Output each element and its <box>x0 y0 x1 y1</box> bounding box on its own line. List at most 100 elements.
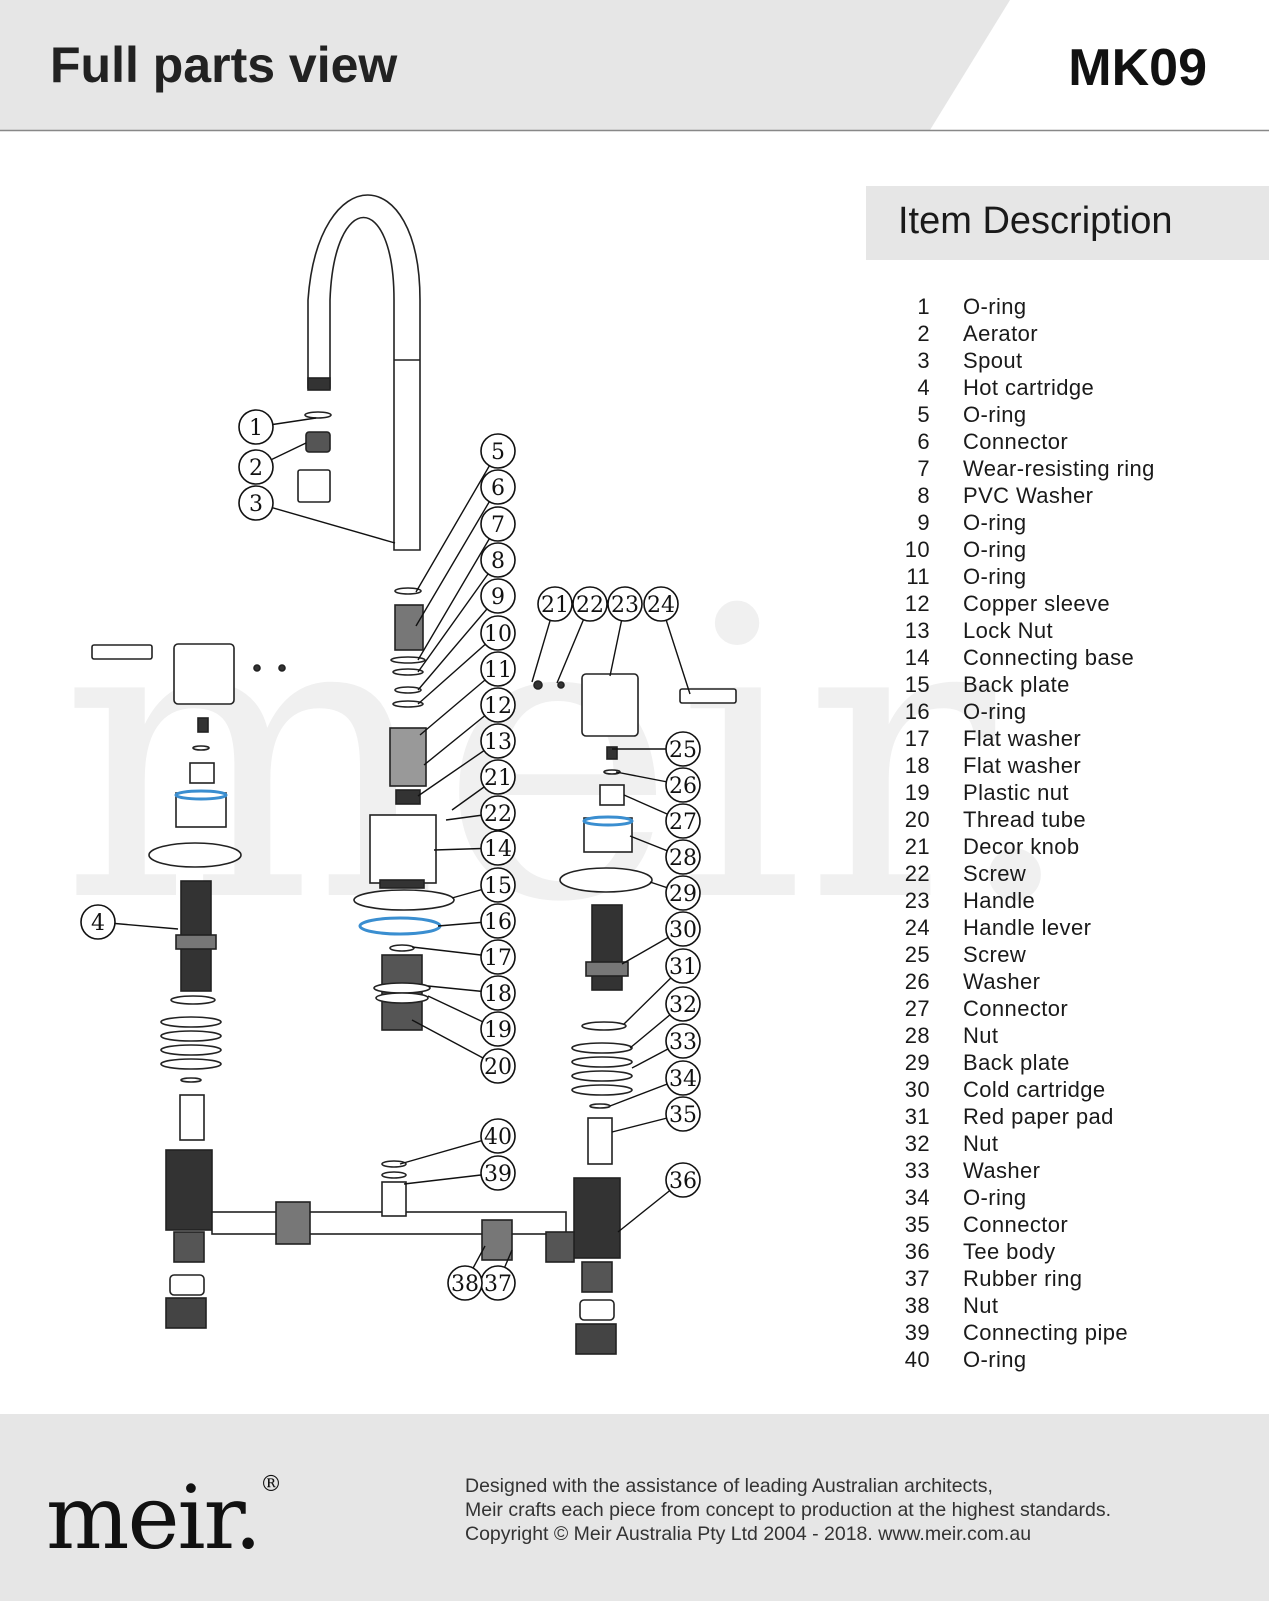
callout-number: 13 <box>484 730 512 755</box>
item-description: Plastic nut <box>963 780 1069 805</box>
leader-line <box>415 450 499 593</box>
item-number: 8 <box>917 483 930 508</box>
callout-number: 27 <box>669 810 697 835</box>
leader-line <box>417 595 499 691</box>
callout-number: 2 <box>249 456 263 481</box>
meir-logo: meir.® <box>46 1466 282 1569</box>
item-number: 37 <box>904 1266 930 1291</box>
callout-circle <box>80 904 116 940</box>
item-description-header: Item Description <box>866 186 1269 260</box>
callout-9: 9 <box>480 578 516 614</box>
callout-number: 31 <box>669 955 697 980</box>
item-number: 15 <box>904 672 930 697</box>
callout-circle <box>480 723 516 759</box>
footer-line: Designed with the assistance of leading … <box>465 1475 993 1497</box>
callout-12: 12 <box>480 687 516 723</box>
callout-number: 36 <box>669 1169 697 1194</box>
item-number: 12 <box>904 591 930 616</box>
callout-number: 37 <box>484 1272 512 1297</box>
item-description: Nut <box>963 1023 999 1048</box>
callout-circle <box>480 1011 516 1047</box>
callout-7: 7 <box>480 506 516 542</box>
page-footer: meir.® Designed with the assistance of l… <box>0 1414 1269 1601</box>
item-description: Washer <box>963 969 1041 994</box>
callout-circle <box>480 867 516 903</box>
callout-38: 38 <box>447 1265 483 1301</box>
callout-circle <box>480 1048 516 1084</box>
item-description: O-ring <box>963 564 1027 589</box>
callout-circle <box>665 986 701 1022</box>
leader-line <box>255 502 396 544</box>
callout-circle <box>480 1118 516 1154</box>
callout-circle <box>665 1162 701 1198</box>
callout-14: 14 <box>480 830 516 866</box>
item-description: Rubber ring <box>963 1266 1083 1291</box>
item-number: 14 <box>904 645 930 670</box>
item-number: 32 <box>904 1131 930 1156</box>
item-number: 35 <box>904 1212 930 1237</box>
item-row: 37 Rubber ring <box>900 1266 1260 1293</box>
callout-16: 16 <box>480 903 516 939</box>
item-number: 24 <box>904 915 930 940</box>
item-number: 1 <box>917 294 930 319</box>
item-number: 36 <box>904 1239 930 1264</box>
item-description: Spout <box>963 348 1023 373</box>
callout-circle <box>480 1155 516 1191</box>
callout-3: 3 <box>238 485 274 521</box>
callout-number: 3 <box>249 492 263 517</box>
item-number: 2 <box>917 321 930 346</box>
callout-circle <box>665 875 701 911</box>
item-number: 20 <box>904 807 930 832</box>
item-number: 40 <box>904 1347 930 1372</box>
callout-number: 5 <box>491 440 505 465</box>
item-description: Connector <box>963 429 1069 454</box>
item-number: 18 <box>904 753 930 778</box>
callout-circle <box>665 767 701 803</box>
callout-circle <box>480 542 516 578</box>
item-description: Copper sleeve <box>963 591 1111 616</box>
footer-line: Copyright © Meir Australia Pty Ltd 2004 … <box>465 1523 1032 1545</box>
callout-number: 8 <box>491 549 505 574</box>
callout-number: 22 <box>484 802 512 827</box>
item-description: Flat washer <box>963 753 1082 778</box>
callout-circle <box>665 731 701 767</box>
leader-line <box>417 632 499 705</box>
callout-number: 7 <box>491 513 505 538</box>
callout-circle <box>480 433 516 469</box>
callout-circle <box>665 948 701 984</box>
item-description-title: Item Description <box>898 200 1173 242</box>
callout-29: 29 <box>665 875 701 911</box>
item-number: 27 <box>904 996 930 1021</box>
callout-number: 24 <box>647 593 675 618</box>
item-row: 18 Flat washer <box>900 753 1260 780</box>
callout-circle <box>665 1023 701 1059</box>
callout-28: 28 <box>665 839 701 875</box>
callout-number: 17 <box>484 946 512 971</box>
item-description: Screw <box>963 942 1027 967</box>
callout-33: 33 <box>665 1023 701 1059</box>
callout-number: 35 <box>669 1103 697 1128</box>
item-description: Tee body <box>963 1239 1056 1264</box>
item-number: 33 <box>904 1158 930 1183</box>
item-number: 29 <box>904 1050 930 1075</box>
callout-number: 23 <box>611 593 639 618</box>
callout-circle <box>480 830 516 866</box>
callout-1: 1 <box>238 409 274 445</box>
callout-circle <box>643 586 679 622</box>
callout-circle <box>480 903 516 939</box>
leader-line <box>415 486 499 627</box>
